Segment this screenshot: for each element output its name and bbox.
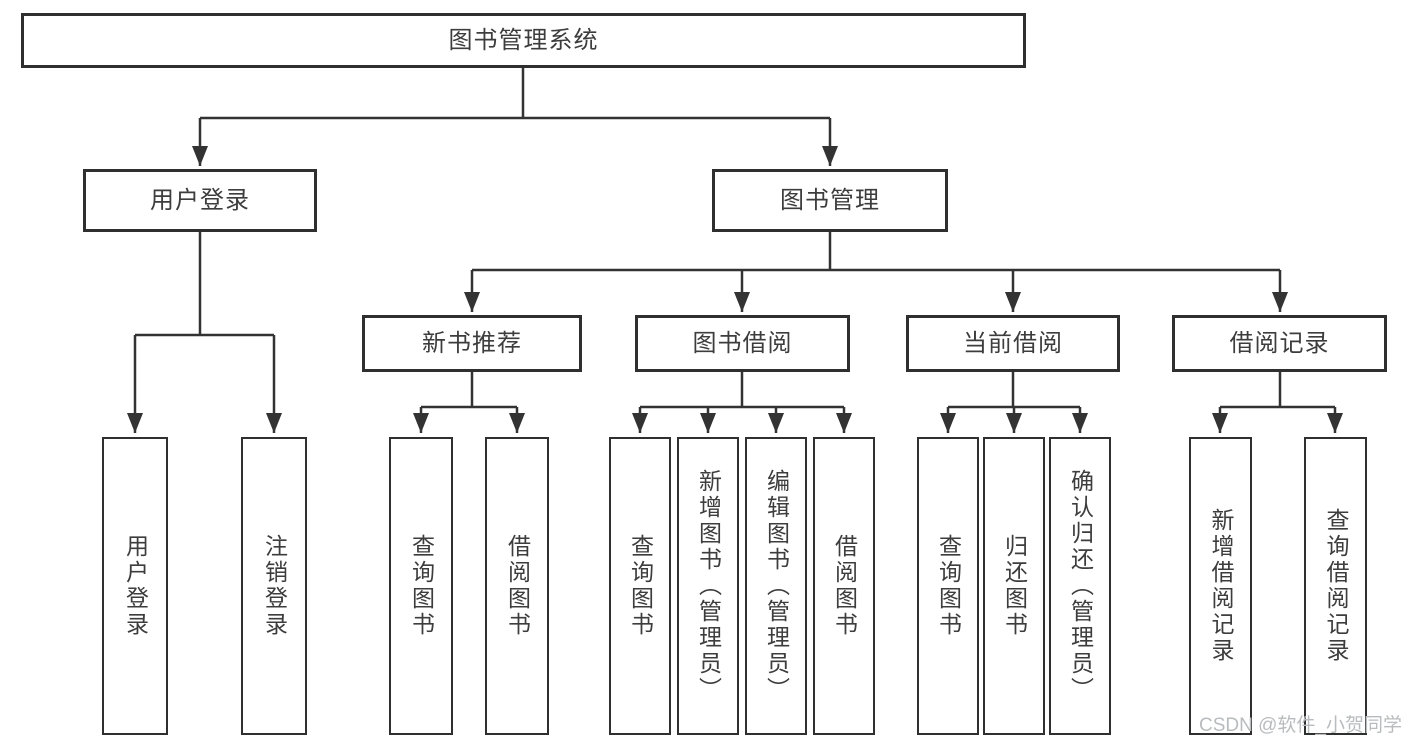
node-book-management: 图书管理 — [712, 169, 948, 232]
leaf-edit-book-admin: 编辑图书（管理员） — [745, 437, 807, 735]
leaf-query-books-recommend: 查询图书 — [389, 437, 453, 735]
leaf-query-books-borrow: 查询图书 — [609, 437, 671, 735]
watermark: CSDN @软件_小贺同学 — [1199, 715, 1402, 736]
leaf-user-login: 用户登录 — [102, 437, 168, 735]
leaf-confirm-return-admin: 确认归还（管理员） — [1049, 437, 1111, 735]
node-book-borrow: 图书借阅 — [635, 315, 850, 372]
node-book-management-system: 图书管理系统 — [21, 13, 1026, 68]
node-borrow-records: 借阅记录 — [1172, 315, 1387, 372]
node-new-book-recommend: 新书推荐 — [362, 315, 582, 372]
leaf-borrow-books: 借阅图书 — [813, 437, 875, 735]
leaf-borrow-books-recommend: 借阅图书 — [485, 437, 549, 735]
leaf-add-book-admin: 新增图书（管理员） — [677, 437, 739, 735]
leaf-return-book: 归还图书 — [983, 437, 1045, 735]
leaf-query-borrow-record: 查询借阅记录 — [1304, 437, 1367, 735]
node-user-login: 用户登录 — [83, 169, 317, 232]
leaf-add-borrow-record: 新增借阅记录 — [1189, 437, 1252, 735]
node-current-borrow: 当前借阅 — [906, 315, 1120, 372]
leaf-query-books-current: 查询图书 — [917, 437, 979, 735]
leaf-logout: 注销登录 — [241, 437, 307, 735]
